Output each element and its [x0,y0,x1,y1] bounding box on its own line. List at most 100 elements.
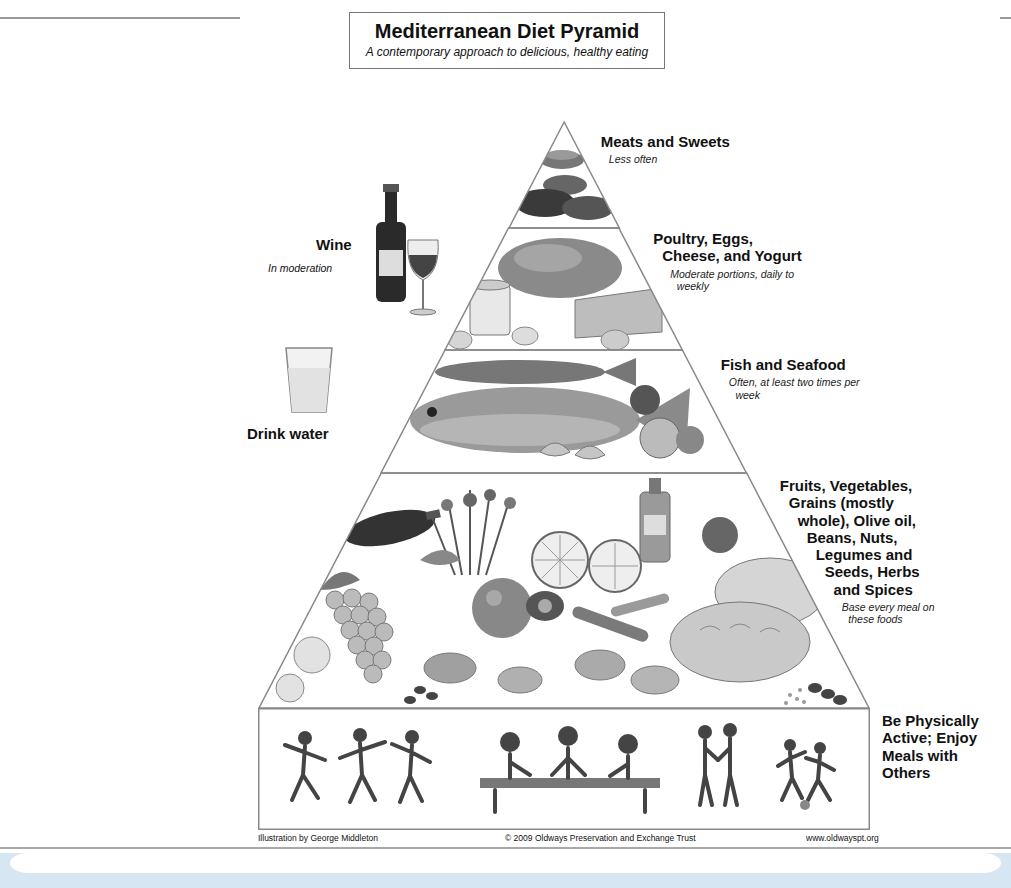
tier-label: Meats and SweetsLess often [592,133,672,453]
tier-note: Often, at least two times per week [712,376,826,401]
plant-foods-part-part [486,498,510,575]
frame-lines-part [0,853,1011,888]
plant-foods-part [640,492,670,562]
people-scene-part [353,728,367,742]
people-scene-part [340,742,385,802]
plant-foods-part [575,650,625,680]
poultry-eggs-cheese-part [601,330,629,350]
plant-foods-part [486,590,502,606]
activity-band: Be Physically Active; Enjoy Meals with O… [258,708,870,830]
people-scene-part [392,744,430,802]
plant-foods-part [294,637,330,673]
plant-foods-part-part [802,700,806,704]
wine-glass-part [410,309,436,315]
people-scene-part [500,732,520,752]
pyramid-tier: Fruits, Vegetables, Grains (mostly whole… [259,473,869,708]
plant-foods-part-part [404,696,416,704]
credit-text: Illustration by George Middleton [258,833,378,843]
frame-lines-part [1000,17,1011,19]
people-scene [285,723,834,812]
food-illustration [276,150,847,705]
wine-glass [408,240,438,315]
water-glass [286,348,332,412]
wine-glass-part [409,255,437,278]
people-scene-part [495,790,645,812]
people-scene-part [610,756,628,778]
plant-foods-part [320,572,360,590]
title-text: Mediterranean Diet Pyramid [366,19,648,43]
plant-foods-part-part [610,592,671,617]
tier-heading: Fish and Seafood [712,356,826,373]
plant-foods-part-part [414,686,426,694]
plant-foods-part-part [542,542,578,578]
plant-foods-part [631,666,679,694]
water-glass-part [288,368,330,412]
pyramid-tier: Meats and SweetsLess often [509,122,619,228]
tier-shape [445,228,682,350]
plant-foods-part [484,489,496,501]
people-scene-part [806,755,834,800]
plant-foods-part [463,493,477,507]
meats-sweets-part [546,150,578,160]
plant-foods-part-part [784,701,788,705]
people-scene-part [405,730,419,744]
band-label: Be Physically Active; Enjoy Meals with O… [882,712,1000,781]
plant-foods-part [472,578,532,638]
plant-foods-part [644,515,666,535]
plant-foods-part [526,591,564,621]
plant-foods-part-part [342,503,439,553]
plant-foods-part-part [795,697,799,701]
plant-foods-part-part [478,492,490,575]
frame-lines-part [0,847,1011,849]
plant-foods-part-part [833,695,847,705]
people-scene-part [814,742,826,754]
people-scene-part [285,745,325,800]
frame-lines-part [10,853,1001,873]
fish-seafood-part [630,385,660,415]
tier-heading: Poultry, Eggs, Cheese, and Yogurt [644,230,768,265]
people-scene-part [480,778,660,788]
people-scene-part [298,731,312,745]
people-scene-part [618,734,638,754]
wine-label: Wine [316,236,352,253]
plant-foods-part-part [730,624,750,628]
people-scene-part [778,752,805,800]
tier-heading: Fruits, Vegetables, Grains (mostly whole… [771,477,936,598]
pyramid-tier: Fish and SeafoodOften, at least two time… [381,350,746,473]
people-scene-part [510,754,530,778]
plant-foods-part-part [821,689,835,699]
plant-foods-part [670,602,810,682]
fish-seafood [410,358,704,459]
poultry-eggs-cheese-part [512,327,538,345]
plant-foods-part [276,674,304,702]
plant-foods-part-part [700,626,720,630]
plant-foods-part [702,517,738,553]
fish-seafood-part [410,387,640,453]
wine-bottle-part [376,222,406,302]
plant-foods-part [420,550,460,565]
plant-foods-part [504,497,516,509]
poultry-eggs-cheese-part [498,238,622,298]
meats-sweets-part [540,151,584,169]
plant-foods-part-part [430,512,455,575]
plant-foods-part-part [364,665,382,683]
tier-outline [259,473,869,708]
slope-spacer [592,133,759,453]
tier-shape [381,350,746,473]
pyramid-tier: Poultry, Eggs, Cheese, and YogurtModerat… [445,228,682,350]
tier-outline [445,228,682,350]
plant-foods-part [342,502,445,554]
wine-bottle-part [383,184,399,192]
fish-seafood-part [640,418,680,458]
website-text: www.oldwayspt.org [806,833,879,843]
fish-seafood-part [603,358,636,386]
subtitle-text: A contemporary approach to delicious, he… [366,45,648,61]
tier-note: Moderate portions, daily to weekly [644,268,768,293]
plant-foods-part [784,688,806,705]
plant-foods-part-part [542,542,578,578]
water-label: Drink water [247,425,329,442]
wine-bottle [376,184,406,302]
meats-sweets [515,150,614,220]
poultry-eggs-cheese-part [470,280,510,290]
